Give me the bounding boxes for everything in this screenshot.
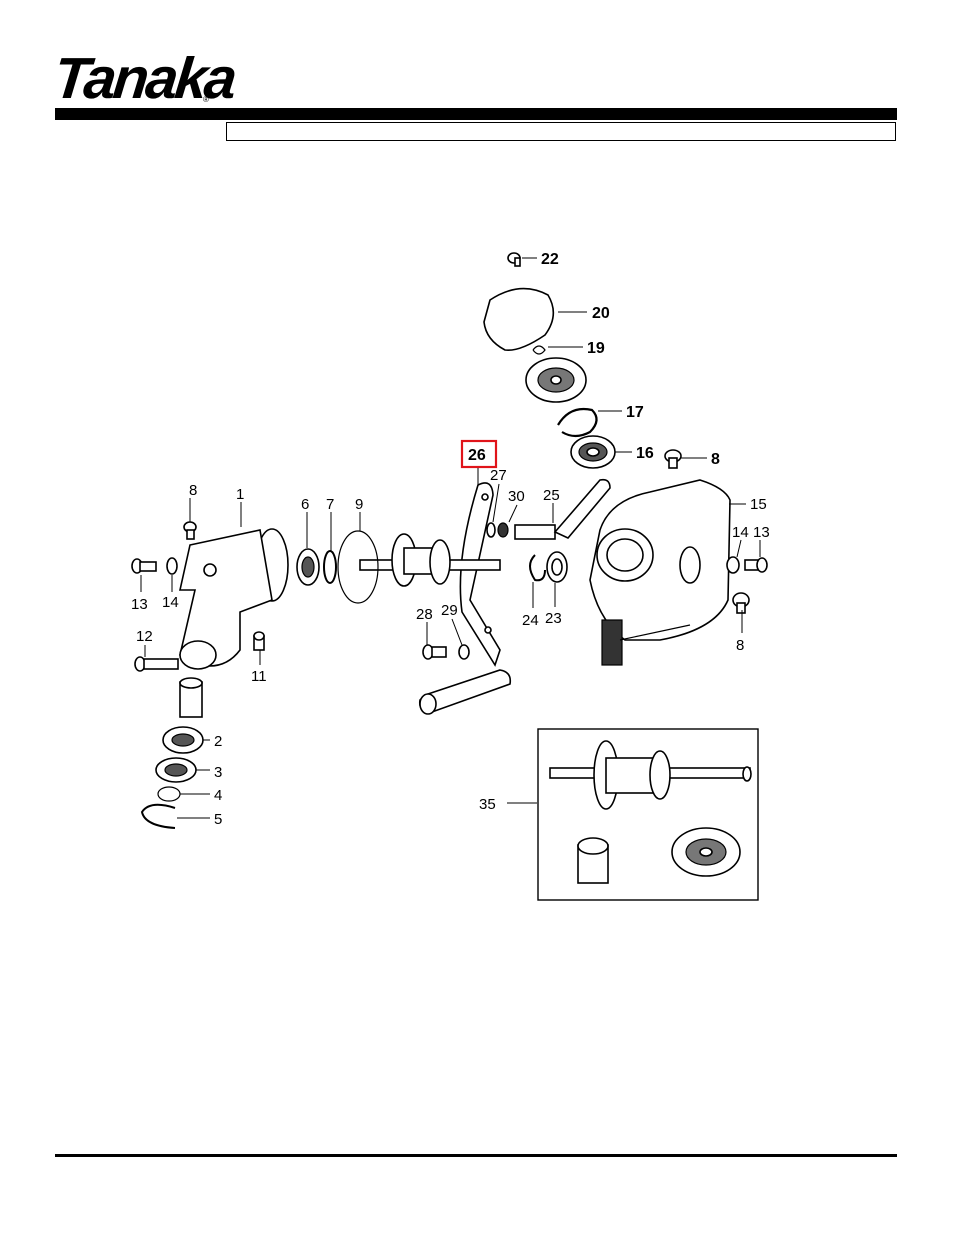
- inset-washer: [671, 827, 741, 877]
- part-screw-22: [507, 252, 521, 267]
- callout-13-right: 13: [753, 524, 770, 541]
- header-bar: [55, 108, 897, 120]
- part-snap-ring-17: [557, 407, 598, 438]
- callout-4: 4: [214, 787, 222, 804]
- callout-8-left: 8: [189, 482, 197, 499]
- part-spindle: [179, 677, 203, 718]
- part-bolt-12: [134, 656, 179, 672]
- inset-bushing: [577, 837, 609, 884]
- callout-24: 24: [522, 612, 539, 629]
- callout-17: 17: [626, 404, 644, 421]
- callout-9: 9: [355, 496, 363, 513]
- part-snap-ring-5: [140, 803, 176, 829]
- part-ring-24: [529, 554, 546, 582]
- part-housing-1: [179, 528, 289, 670]
- callout-6: 6: [301, 496, 309, 513]
- callout-29: 29: [441, 602, 458, 619]
- part-bearing-6: [296, 548, 320, 586]
- inset-35: [537, 728, 759, 901]
- part-o-ring-9: [337, 530, 379, 604]
- part-bearing-3: [155, 757, 197, 783]
- callout-5: 5: [214, 811, 222, 828]
- part-bolt-8-left: [183, 521, 197, 540]
- callout-23: 23: [545, 610, 562, 627]
- part-ring-4: [157, 786, 181, 802]
- part-bearing-23: [546, 551, 568, 583]
- parts-drawing: [131, 252, 768, 901]
- callout-14-left: 14: [162, 594, 179, 611]
- footer-rule: [55, 1154, 897, 1157]
- callout-28: 28: [416, 606, 433, 623]
- part-bolt-8-top: [664, 449, 682, 469]
- part-bolt-28: [422, 644, 447, 660]
- part-bolt-13-right: [744, 557, 768, 573]
- callout-26-highlighted: 26: [468, 447, 486, 464]
- part-gear-housing-15: [589, 479, 731, 666]
- part-washer-disc: [525, 357, 587, 403]
- part-cover-20: [483, 287, 555, 352]
- part-bolt-13-left: [131, 558, 157, 574]
- callout-22: 22: [541, 251, 559, 268]
- part-lever-25: [514, 478, 611, 540]
- callout-12: 12: [136, 628, 153, 645]
- part-bearing-16: [570, 435, 616, 469]
- callout-15: 15: [750, 496, 767, 513]
- callout-30: 30: [508, 488, 525, 505]
- highlight-box-26: [460, 439, 498, 469]
- part-bearing-2: [162, 726, 204, 754]
- callout-11: 11: [251, 668, 267, 685]
- callout-8-top: 8: [711, 451, 720, 468]
- part-bolt-11: [253, 631, 265, 651]
- callout-16: 16: [636, 445, 654, 462]
- callout-35: 35: [479, 796, 496, 813]
- part-washer-29: [458, 644, 470, 660]
- callout-7: 7: [326, 496, 334, 513]
- callout-8-lower: 8: [736, 637, 744, 654]
- callout-2: 2: [214, 733, 222, 750]
- registered-mark: ®: [203, 95, 209, 104]
- part-washer-27: [486, 522, 496, 538]
- part-shaft-gear: [359, 533, 501, 587]
- callout-14-right: 14: [732, 524, 749, 541]
- part-ring-7: [323, 550, 337, 584]
- part-washer-14-right: [726, 556, 740, 574]
- part-clip-19: [532, 345, 546, 355]
- callout-27: 27: [490, 467, 507, 484]
- callout-13-left: 13: [131, 596, 148, 613]
- part-washer-14-left: [166, 557, 178, 575]
- callout-19: 19: [587, 340, 605, 357]
- callout-3: 3: [214, 764, 222, 781]
- part-nut-30: [497, 522, 509, 538]
- callout-labels: 22 20 19 17 16 8 26 27 30 25 15 14 13 8 …: [131, 251, 770, 828]
- part-grip: [418, 669, 512, 715]
- leader-lines: [140, 257, 761, 819]
- part-bracket-26: [459, 482, 501, 667]
- callout-25: 25: [543, 487, 560, 504]
- callout-1: 1: [236, 486, 244, 503]
- callout-20: 20: [592, 305, 610, 322]
- part-bolt-8-lower: [732, 592, 750, 614]
- title-box: [226, 122, 896, 141]
